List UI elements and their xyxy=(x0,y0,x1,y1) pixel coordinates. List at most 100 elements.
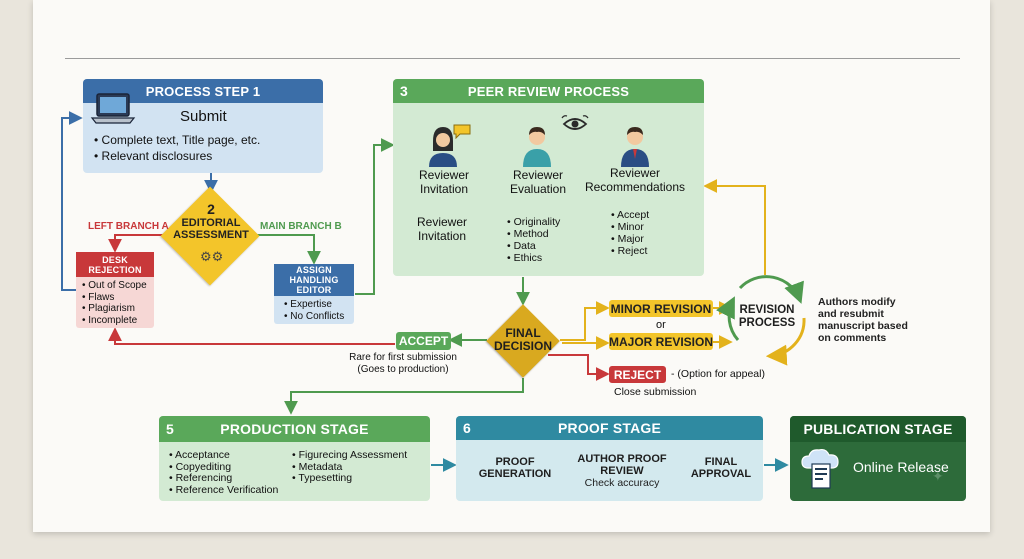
peer-col2-label: Reviewer Evaluation xyxy=(498,168,578,196)
revision-note: Authors modify and resubmit manuscript b… xyxy=(818,296,908,344)
major-revision-pill: MAJOR REVISION xyxy=(609,333,713,350)
assign-header-line2: HANDLING xyxy=(289,275,339,285)
main-branch-label: MAIN BRANCH B xyxy=(260,221,342,232)
peer-flow-label: Reviewer Invitation xyxy=(408,215,476,243)
proof-header: 6 PROOF STAGE xyxy=(456,416,763,440)
step1-title: Submit xyxy=(180,108,227,125)
reviewer-suit-icon xyxy=(617,125,653,172)
desk-rejection-header: DESK REJECTION xyxy=(76,252,154,277)
reject-label: REJECT xyxy=(613,367,662,382)
peer-col3-label: Reviewer Recommendations xyxy=(579,166,691,194)
assign-header-line1: ASSIGN xyxy=(296,265,332,275)
publication-header-text: PUBLICATION STAGE xyxy=(803,421,953,437)
peer-col2-line2: Evaluation xyxy=(509,182,567,196)
major-label: MAJOR REVISION xyxy=(609,334,714,349)
production-col1: Acceptance Copyediting Referencing Refer… xyxy=(169,449,279,497)
editorial-number: 2 xyxy=(207,201,215,217)
production-header: 5 PRODUCTION STAGE xyxy=(159,416,430,442)
assign-bullet: No Conflicts xyxy=(284,311,344,323)
production-item: Typesetting xyxy=(292,472,407,485)
revision-note-line1: Authors modify xyxy=(818,296,896,308)
production-item: Reference Verification xyxy=(169,484,279,497)
peer-outcome: Minor xyxy=(611,221,649,233)
arrow-revision-to-peer xyxy=(703,179,766,275)
peer-col2-line1: Reviewer xyxy=(512,168,563,182)
peer-header-text: PEER REVIEW PROCESS xyxy=(467,83,630,99)
revision-process-label: REVISION PROCESS xyxy=(733,304,801,330)
desk-bullets: Out of Scope Flaws Plagiarism Incomplete xyxy=(82,280,147,327)
revision-line2: PROCESS xyxy=(738,317,796,329)
peer-col1-label: Reviewer Invitation xyxy=(404,168,484,196)
peer-outcome: Reject xyxy=(611,245,649,257)
peer-col1-line2: Invitation xyxy=(419,182,469,196)
peer-flow-line1: Reviewer xyxy=(416,215,467,229)
peer-flow-line2: Invitation xyxy=(417,229,467,243)
author-proof-line2: REVIEW xyxy=(600,465,644,477)
top-divider xyxy=(65,58,960,59)
peer-criteria: Originality Method Data Ethics xyxy=(507,216,561,264)
revision-cycle-green2 xyxy=(716,296,740,341)
editorial-line1: EDITORIAL xyxy=(181,217,241,229)
proof-gen-line1: PROOF xyxy=(495,456,535,468)
sparkle-icon: ✦ xyxy=(932,468,944,484)
author-proof-line1: AUTHOR PROOF xyxy=(577,453,667,465)
author-proof-review: AUTHOR PROOF REVIEW Check accuracy xyxy=(576,453,668,489)
accept-note-line1: Rare for first submission xyxy=(349,352,457,363)
minor-label: MINOR REVISION xyxy=(610,301,712,316)
accept-pill: ACCEPT xyxy=(396,332,451,350)
revision-note-line3: manuscript based xyxy=(818,320,908,332)
reviewer-male-icon xyxy=(519,125,555,172)
peer-outcomes: Accept Minor Major Reject xyxy=(611,209,649,257)
peer-col3-line1: Reviewer xyxy=(609,166,660,180)
peer-number: 3 xyxy=(400,83,408,99)
reject-pill: REJECT xyxy=(609,366,666,383)
peer-col3-line2: Recommendations xyxy=(584,180,686,194)
publication-header: PUBLICATION STAGE xyxy=(790,416,966,442)
eye-icon xyxy=(561,113,589,140)
arrow-decision-to-reject xyxy=(548,354,610,381)
desk-header-line1: DESK xyxy=(102,254,128,265)
arrow-left-branch xyxy=(108,234,165,253)
accept-label: ACCEPT xyxy=(398,334,449,348)
step1-bullet: Relevant disclosures xyxy=(94,148,260,164)
desk-bullet: Incomplete xyxy=(82,315,147,327)
production-item: Figurecing Assessment xyxy=(292,449,408,462)
step1-bullet: Complete text, Title page, etc. xyxy=(94,132,261,148)
desk-bullet: Out of Scope xyxy=(82,280,146,292)
arrow-back-to-desk xyxy=(108,327,395,345)
proof-gen-line2: GENERATION xyxy=(478,468,552,480)
editorial-line2: ASSESSMENT xyxy=(173,229,249,241)
left-branch-label: LEFT BRANCH A xyxy=(88,221,169,232)
peer-criterion: Ethics xyxy=(507,252,560,264)
arrow-decision-to-production xyxy=(284,378,524,415)
final-decision-label: FINAL DECISION xyxy=(488,327,558,353)
speech-bubble-icon xyxy=(452,123,472,144)
peer-criterion: Method xyxy=(507,228,560,240)
final-approval-line1: FINAL xyxy=(704,456,738,468)
laptop-icon xyxy=(90,90,136,131)
desk-bullet: Plagiarism xyxy=(82,303,147,315)
assign-bullets: Expertise No Conflicts xyxy=(284,299,344,323)
cloud-document-icon xyxy=(800,446,844,495)
final-approval-line2: APPROVAL xyxy=(690,468,752,480)
decision-line2: DECISION xyxy=(493,339,552,353)
editorial-label: 2 EDITORIAL ASSESSMENT xyxy=(165,201,257,241)
production-header-text: PRODUCTION STAGE xyxy=(220,421,369,437)
reject-appeal: - (Option for appeal) xyxy=(671,368,765,380)
or-label: or xyxy=(656,319,666,331)
revision-line1: REVISION xyxy=(739,304,795,316)
arrow-assign-to-peer xyxy=(355,138,395,295)
proof-header-text: PROOF STAGE xyxy=(557,420,662,436)
peer-review-header: 3 PEER REVIEW PROCESS xyxy=(393,79,704,103)
production-item: Metadata xyxy=(292,461,407,474)
reject-close: Close submission xyxy=(614,386,697,398)
gears-icon: ⚙⚙ xyxy=(200,249,224,264)
arrow-decision-to-minor xyxy=(560,301,610,341)
step1-header-text: PROCESS STEP 1 xyxy=(145,83,261,99)
accept-note: Rare for first submission (Goes to produ… xyxy=(342,352,464,376)
production-number: 5 xyxy=(166,421,174,437)
assign-editor-header: ASSIGN HANDLING EDITOR xyxy=(274,264,354,296)
assign-header-line3: EDITOR xyxy=(296,285,332,295)
peer-criterion: Data xyxy=(507,240,560,252)
peer-outcome: Major xyxy=(611,233,649,245)
